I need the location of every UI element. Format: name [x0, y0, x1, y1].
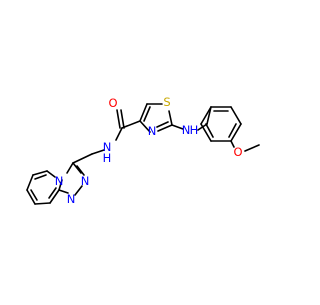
atom-amine-hydrogen: H: [190, 123, 199, 137]
bond-thiazole-c2-n3-inner: [156, 121, 169, 128]
bond-amide-n-ch2: [91, 149, 105, 155]
atom-amide-hydrogen: H: [103, 151, 112, 165]
bond-pyridine-c8a-n4: [49, 189, 60, 204]
bond-benzene-3: [230, 123, 242, 142]
bond-benzene-inner-2: [228, 123, 237, 138]
bond-triazole-c3-n4: [66, 162, 74, 174]
bond-methoxy-o-ch3: [244, 144, 260, 152]
bond-triazole-n1-c8a: [58, 189, 69, 194]
atom-thiazole-sulfur: S: [163, 95, 170, 109]
bond-pyridine-c8-c8a: [34, 202, 51, 205]
bond-benzene-5: [200, 123, 212, 142]
atom-amide-nitrogen: N: [103, 140, 112, 154]
bond-c2-amine-n: [171, 124, 184, 130]
bond-ch2-triazole: [72, 153, 93, 164]
atom-triazole-n4: N: [55, 174, 64, 188]
bond-benzene-6: [200, 106, 212, 125]
bond-pyridine-c5-c6-inner: [34, 174, 47, 180]
bond-benzene-methoxy-o: [230, 140, 235, 148]
atom-triazole-n2: N: [81, 174, 90, 188]
bond-benzene-2: [230, 106, 242, 125]
molecule-structure: O N H S N N H O N N N: [26, 95, 260, 206]
bond-ch2-benzene: [206, 106, 212, 125]
bond-triazole-n2-n1: [74, 185, 83, 196]
bond-pyridine-c6-c7: [26, 174, 34, 191]
bond-carbonyl-ring: [121, 120, 141, 129]
bond-thiazole-c4-c5: [139, 103, 148, 122]
atom-amine-nitrogen: N: [182, 123, 191, 137]
atom-methoxy-oxygen: O: [233, 145, 242, 159]
bond-thiazole-s-c2: [168, 110, 173, 126]
bond-pyridine-c7-c8-inner: [30, 189, 38, 201]
molecule-canvas: O N H S N N H O N N N: [26, 95, 260, 206]
bond-triazole-n4-c8a: [58, 179, 63, 191]
bond-pyridine-c7-c8: [26, 189, 36, 205]
bond-pyridine-c5-c6: [32, 170, 48, 176]
atom-carbonyl-oxygen: O: [108, 96, 117, 110]
atom-triazole-n1: N: [67, 192, 76, 206]
bond-carbonyl-amide-n: [115, 127, 123, 141]
bond-carbonyl-double-a: [116, 109, 121, 129]
atom-thiazole-nitrogen: N: [148, 124, 157, 138]
bond-thiazole-n3-c4: [139, 120, 151, 133]
bond-thiazole-c4-c5-inner: [143, 106, 151, 122]
bond-carbonyl-double-b: [120, 109, 125, 129]
bond-triazole-c3-n2-inner: [76, 165, 85, 176]
bond-thiazole-c2-n3: [157, 124, 173, 132]
bond-pyridine-n4-c5: [46, 170, 56, 178]
bond-triazole-c3-n2: [72, 162, 82, 174]
bond-benzene-inner-3: [205, 123, 214, 138]
bond-pyridine-c8a-n4-inner: [48, 187, 57, 199]
